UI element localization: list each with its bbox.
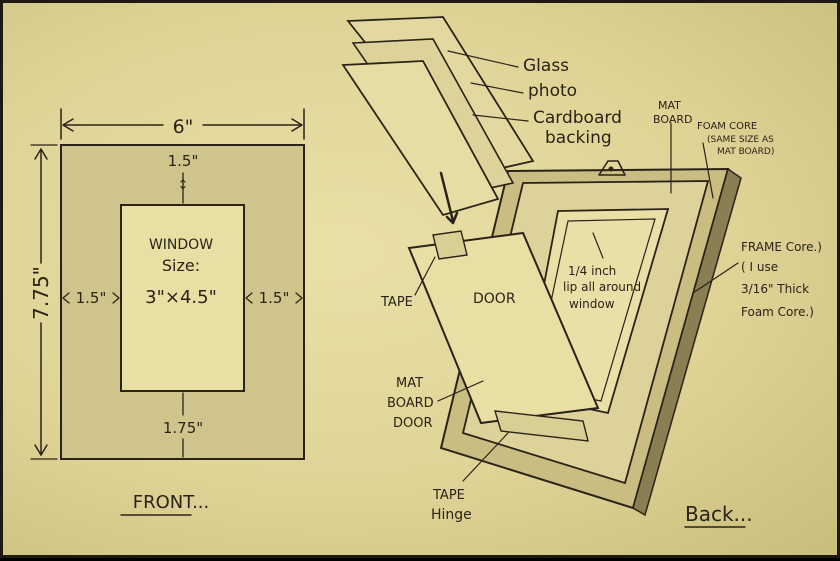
front-left-margin: 1.5" xyxy=(76,289,107,307)
label-tape-hinge-1: TAPE xyxy=(432,488,465,503)
front-right-margin: 1.5" xyxy=(259,289,290,307)
window-size-label: 3"×4.5" xyxy=(145,287,217,308)
label-foam-core-1: FOAM CORE xyxy=(697,121,757,132)
label-mat-door-3: DOOR xyxy=(393,416,433,431)
label-foam-core-2: (SAME SIZE AS xyxy=(707,135,774,145)
front-width-label: 6" xyxy=(173,116,194,138)
label-lip-3: window xyxy=(569,297,615,311)
label-frame-core-4: Foam Core.) xyxy=(741,305,814,319)
label-frame-core-1: FRAME Core.) xyxy=(741,240,822,254)
back-caption: Back... xyxy=(685,502,753,526)
window-label-2: Size: xyxy=(162,256,200,275)
label-mat-door-2: BOARD xyxy=(387,396,434,411)
front-view: 6" 7.75" 1.5" ↕ 1.5" 1.5" 1.75" WINDOW S… xyxy=(29,108,305,516)
insert-arrow xyxy=(439,171,459,225)
window-label-1: WINDOW xyxy=(149,237,213,253)
mat-board-door xyxy=(407,231,600,425)
front-bottom-margin: 1.75" xyxy=(163,419,203,437)
label-mat-board-2: BOARD xyxy=(653,113,692,126)
frame-diagram: 6" 7.75" 1.5" ↕ 1.5" 1.5" 1.75" WINDOW S… xyxy=(29,16,822,528)
label-photo: photo xyxy=(528,81,577,101)
label-frame-core-3: 3/16" Thick xyxy=(741,282,809,296)
window-opening xyxy=(120,204,245,392)
label-glass: Glass xyxy=(523,56,569,76)
back-view: Glass photo Cardboard backing MAT BOARD … xyxy=(341,16,822,528)
label-mat-door-1: MAT xyxy=(396,376,423,391)
cardboard-backing xyxy=(341,60,500,217)
label-tape-hinge-2: Hinge xyxy=(431,507,472,523)
label-foam-core-3: MAT BOARD) xyxy=(717,147,774,157)
label-lip-1: 1/4 inch xyxy=(568,264,616,278)
front-top-margin: 1.5" xyxy=(168,152,199,170)
label-frame-core-2: ( I use xyxy=(741,260,778,274)
front-caption: FRONT... xyxy=(133,492,210,513)
tape-piece xyxy=(432,230,468,260)
label-mat-board-1: MAT xyxy=(658,99,681,112)
hanging-tab xyxy=(598,160,626,176)
label-door: DOOR xyxy=(473,291,516,307)
front-height-label: 7.75" xyxy=(29,266,53,320)
label-tape: TAPE xyxy=(380,295,413,310)
label-lip-2: lip all around xyxy=(563,280,641,294)
tape-hinge xyxy=(494,410,589,442)
label-cardboard: Cardboard xyxy=(533,108,622,128)
label-backing: backing xyxy=(545,128,612,148)
